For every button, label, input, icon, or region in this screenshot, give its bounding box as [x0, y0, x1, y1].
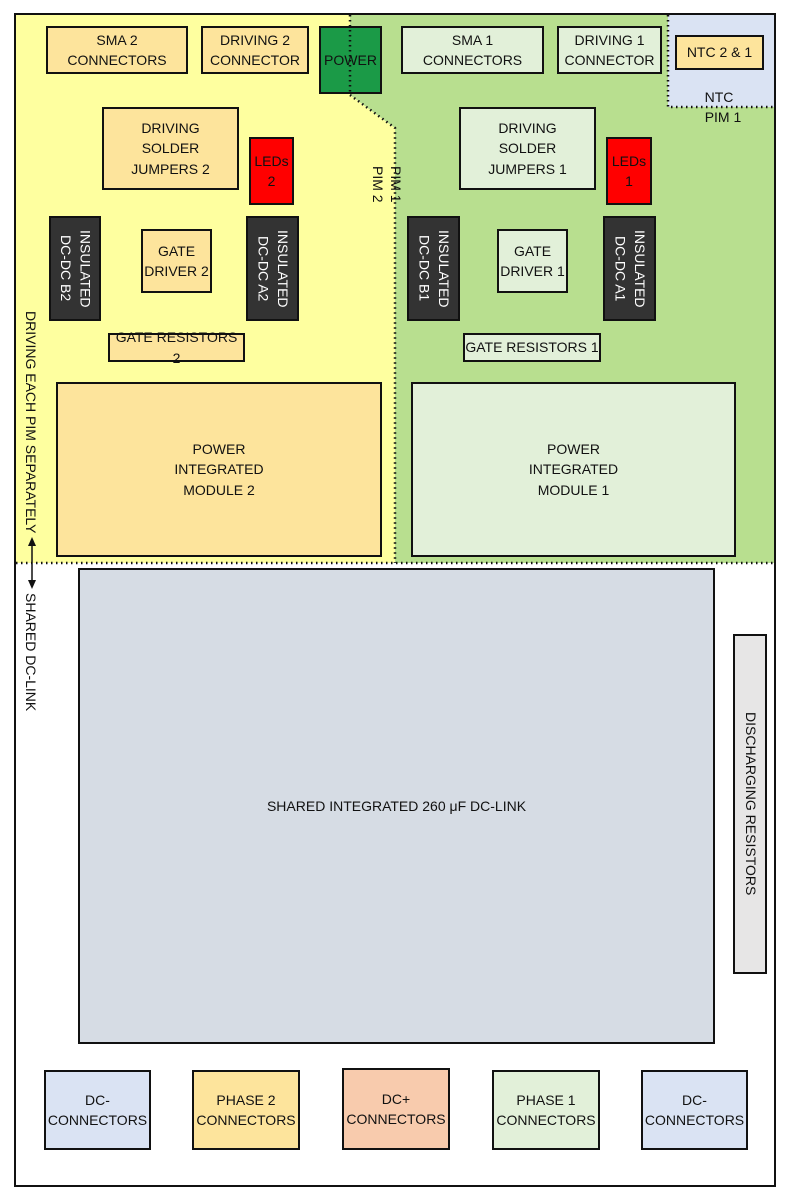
insulated-dc-dc-a2: INSULATED DC-DC A2 [246, 216, 299, 321]
driving-1-connector-label: DRIVING 1 CONNECTOR [564, 31, 655, 68]
pim-1-corner-label: PIM 1 [704, 109, 742, 125]
ntc-2-1-box: NTC 2 & 1 [675, 35, 764, 70]
driving-2-connector-label: DRIVING 2 CONNECTOR [210, 31, 300, 68]
dc-minus-connectors-right: DC- CONNECTORS [641, 1070, 748, 1150]
insulated-dc-dc-b1-label: INSULATED DC-DC B1 [416, 229, 453, 308]
phase-2-connectors: PHASE 2 CONNECTORS [192, 1070, 300, 1150]
driving-solder-jumpers-1: DRIVING SOLDER JUMPERS 1 [459, 107, 596, 190]
gate-resistors-2-label: GATE RESISTORS 2 [115, 329, 238, 366]
dc-plus-connectors: DC+ CONNECTORS [342, 1068, 450, 1150]
discharging-resistors-label: DISCHARGING RESISTORS [742, 712, 759, 896]
sma-2-connectors: SMA 2 CONNECTORS [46, 26, 188, 74]
dc-minus-left-label: DC- CONNECTORS [47, 1091, 148, 1128]
driving-solder-jumpers-2: DRIVING SOLDER JUMPERS 2 [102, 107, 239, 190]
gate-resistors-1: GATE RESISTORS 1 [463, 333, 601, 362]
sma-1-connectors-label: SMA 1 CONNECTORS [422, 31, 523, 68]
driving-1-connector: DRIVING 1 CONNECTOR [557, 26, 662, 74]
power-connector-label: POWER [324, 51, 377, 68]
gate-driver-1: GATE DRIVER 1 [497, 229, 568, 293]
insulated-dc-dc-a1-label: INSULATED DC-DC A1 [612, 229, 649, 308]
leds-2: LEDs 2 [249, 137, 294, 205]
discharging-resistors: DISCHARGING RESISTORS [733, 634, 767, 974]
gate-driver-1-label: GATE DRIVER 1 [500, 242, 565, 279]
driving-solder-jumpers-1-label: DRIVING SOLDER JUMPERS 1 [488, 120, 567, 177]
driving-each-pim-label: DRIVING EACH PIM SEPARATELY [23, 310, 40, 534]
ntc-2-1-label: NTC 2 & 1 [686, 44, 753, 61]
insulated-dc-dc-b1: INSULATED DC-DC B1 [407, 216, 460, 321]
shared-dc-link-label: SHARED DC-LINK [23, 593, 40, 712]
pim-2-label: POWER INTEGRATED MODULE 2 [174, 441, 264, 498]
gate-resistors-2: GATE RESISTORS 2 [108, 329, 245, 366]
pim-1-label: POWER INTEGRATED MODULE 1 [528, 441, 619, 498]
arrow-head-down [28, 580, 36, 589]
pim-divider-line [348, 15, 397, 563]
dc-minus-right-label: DC- CONNECTORS [644, 1091, 745, 1128]
power-connector: POWER [319, 26, 382, 94]
driving-solder-jumpers-2-label: DRIVING SOLDER JUMPERS 2 [131, 120, 210, 177]
insulated-dc-dc-b2: INSULATED DC-DC B2 [49, 216, 101, 321]
phase-1-label: PHASE 1 CONNECTORS [496, 1091, 596, 1128]
pim-2-vertical-label: PIM 2 [370, 165, 387, 203]
gate-driver-2: GATE DRIVER 2 [141, 229, 212, 293]
power-integrated-module-1: POWER INTEGRATED MODULE 1 [411, 382, 736, 557]
arrow-head-up [28, 537, 36, 546]
sma-2-connectors-label: SMA 2 CONNECTORS [67, 31, 167, 68]
sma-1-connectors: SMA 1 CONNECTORS [401, 26, 544, 74]
gate-driver-2-label: GATE DRIVER 2 [144, 242, 209, 279]
gate-resistors-1-label: GATE RESISTORS 1 [465, 339, 599, 356]
dc-plus-label: DC+ CONNECTORS [346, 1090, 446, 1127]
phase-2-label: PHASE 2 CONNECTORS [196, 1091, 296, 1128]
leds-2-label: LEDs 2 [254, 152, 289, 189]
insulated-dc-dc-b2-label: INSULATED DC-DC B2 [58, 229, 94, 308]
power-integrated-module-2: POWER INTEGRATED MODULE 2 [56, 382, 382, 557]
ntc-divider-line [666, 15, 774, 109]
driving-2-connector: DRIVING 2 CONNECTOR [201, 26, 309, 74]
leds-1: LEDs 1 [606, 137, 652, 205]
dc-minus-connectors-left: DC- CONNECTORS [44, 1070, 151, 1150]
ntc-area-label: NTC [704, 89, 734, 105]
shared-dc-link-capacitor: SHARED INTEGRATED 260 μF DC-LINK [78, 568, 715, 1044]
phase-1-connectors: PHASE 1 CONNECTORS [492, 1070, 600, 1150]
insulated-dc-dc-a1: INSULATED DC-DC A1 [603, 216, 656, 321]
leds-1-label: LEDs 1 [611, 152, 647, 189]
dc-link-label: SHARED INTEGRATED 260 μF DC-LINK [266, 797, 527, 814]
insulated-dc-dc-a2-label: INSULATED DC-DC A2 [255, 229, 292, 308]
